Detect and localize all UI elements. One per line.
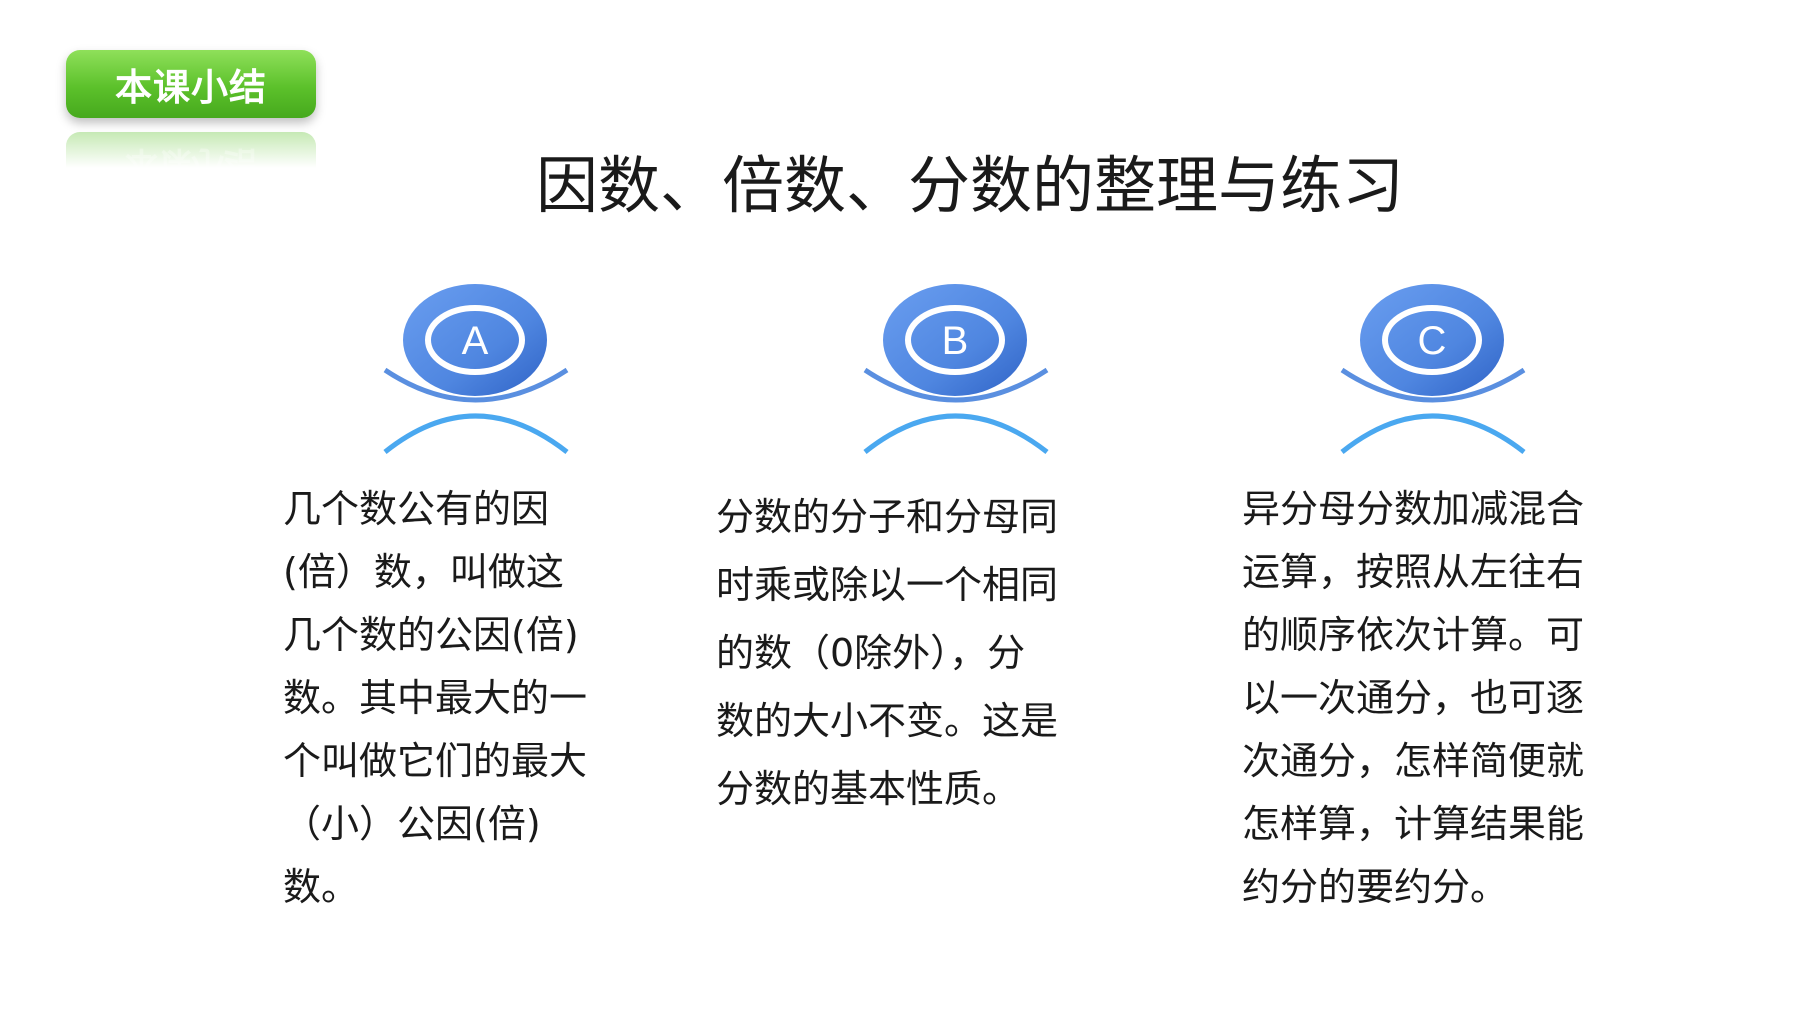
badge-inner-ring [1382,305,1482,375]
lesson-summary-badge[interactable]: 本课小结 [66,50,316,118]
item-a-text: 几个数公有的因 (倍）数，叫做这 几个数的公因(倍) 数。其中最大的一 个叫做它… [283,487,588,909]
page-title: 因数、倍数、分数的整理与练习 [535,149,1404,222]
badge-letter: C [1418,319,1447,363]
lower-arc [863,413,1049,454]
upper-arc [1340,367,1526,403]
item-c-text: 异分母分数加减混合 运算，按照从左往右 的顺序依次计算。可 以一次通分，也可逐 … [1242,487,1585,909]
badge-inner-ring [425,305,525,375]
lower-arc [383,413,569,454]
letter-badge-icon: B [863,284,1049,454]
upper-arc [863,367,1049,403]
badge-oval [403,284,547,396]
badge-reflection: 本课小结 [66,132,316,168]
item-a-icon: A [345,280,605,460]
letter-badge-icon: A [383,284,569,454]
upper-arc [383,367,569,403]
lesson-summary-label: 本课小结 [115,66,267,109]
lower-arc [1340,413,1526,454]
badge-reflection-text: 本课小结 [125,144,257,168]
badge-oval [1360,284,1504,396]
badge-inner-ring [905,305,1005,375]
item-b-text: 分数的分子和分母同 时乘或除以一个相同 的数（0除外），分 数的大小不变。这是 … [716,495,1059,811]
badge-letter: A [462,319,489,363]
item-c-icon: C [1302,280,1562,460]
item-b-icon: B [825,280,1085,460]
letter-badge-icon: C [1340,284,1526,454]
badge-oval [883,284,1027,396]
badge-letter: B [942,319,969,363]
